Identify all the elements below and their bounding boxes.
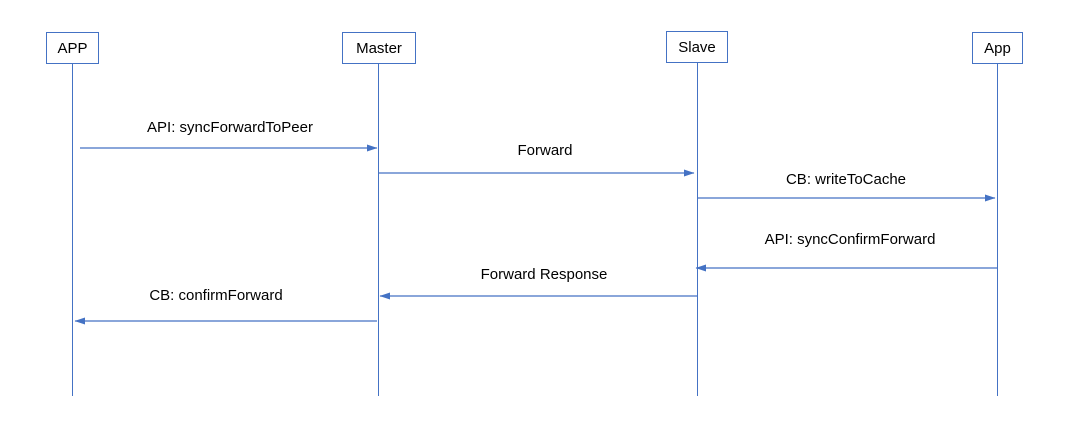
actor-label-app2: App bbox=[984, 39, 1011, 57]
lifeline-slave bbox=[697, 63, 699, 396]
message-label-sync-forward-to-peer: API: syncForwardToPeer bbox=[147, 119, 313, 136]
message-label-forward-response: Forward Response bbox=[480, 266, 608, 283]
actor-label-master: Master bbox=[356, 39, 402, 57]
lifeline-app2 bbox=[997, 64, 999, 396]
lifeline-master bbox=[378, 64, 380, 396]
message-label-forward: Forward bbox=[517, 142, 573, 159]
actor-box-master: Master bbox=[342, 32, 416, 64]
actor-label-app: APP bbox=[57, 39, 88, 57]
message-label-sync-confirm-forward: API: syncConfirmForward bbox=[764, 231, 936, 248]
actor-label-slave: Slave bbox=[678, 38, 716, 56]
message-label-write-to-cache: CB: writeToCache bbox=[785, 171, 907, 188]
message-label-confirm-forward: CB: confirmForward bbox=[149, 287, 283, 304]
lifeline-app bbox=[72, 64, 74, 396]
actor-box-slave: Slave bbox=[666, 31, 728, 63]
actor-box-app: APP bbox=[46, 32, 99, 64]
actor-box-app2: App bbox=[972, 32, 1023, 64]
